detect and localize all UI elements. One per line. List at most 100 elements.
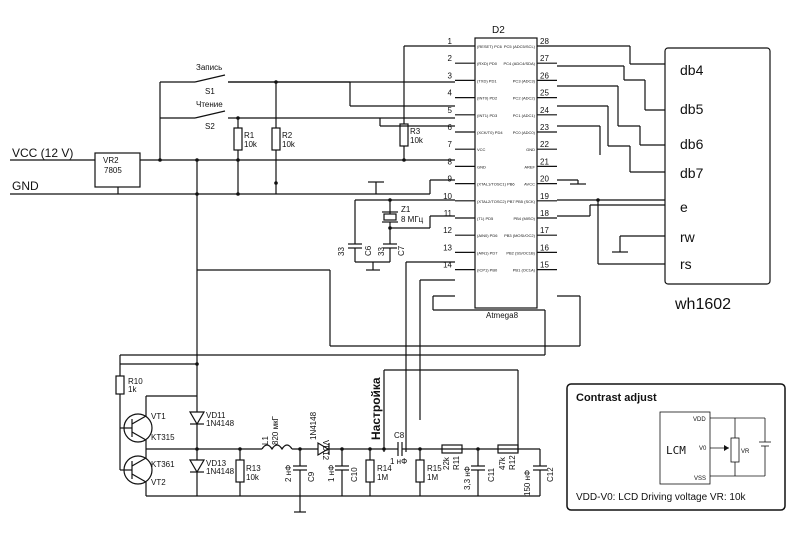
mcu-pin-number: 23: [540, 123, 549, 132]
resistor-r1: R1 10k: [233, 116, 258, 194]
mcu-pin-name: VCC: [477, 147, 486, 152]
l1-ref: L1: [261, 436, 270, 445]
lcd-wh1602: db4 db5 db6 db7 e rw rs wh1602: [664, 47, 771, 313]
mcu-pin-name: (XTAL2/TOSC2) PB7: [477, 199, 515, 204]
mcu-pin-name: (INT1) PD3: [477, 113, 498, 118]
c7-ref: C7: [397, 245, 406, 256]
vdd-label: VDD: [693, 417, 706, 423]
c11-value: 3,3 нФ: [463, 466, 472, 490]
mcu-ref: D2: [492, 25, 505, 36]
mcu-pin-name: (RXD) PD0: [477, 61, 498, 66]
gnd-label: GND: [12, 179, 39, 193]
contrast-caption: VDD-V0: LCD Driving voltage VR: 10k: [576, 492, 747, 503]
mcu-pin-number: 18: [540, 209, 549, 218]
mcu-pin-number: 25: [540, 89, 549, 98]
mcu-pin-number: 21: [540, 157, 549, 166]
c10-ref: C10: [350, 467, 359, 482]
vt1-part: KT315: [151, 433, 175, 442]
r3-ref: R3: [410, 127, 421, 136]
mcu-pin-name: PB5 (SCK): [515, 199, 535, 204]
lcd-name: wh1602: [674, 296, 731, 313]
r2-ref: R2: [282, 131, 293, 140]
l1-value: 820 мкГ: [271, 415, 280, 445]
mcu-pin-5: 5(INT1) PD3: [448, 106, 498, 118]
mcu-pin-name: PC3 (ADC3): [513, 78, 536, 83]
mcu-pin-name: (ICP1) PB0: [477, 268, 498, 273]
crystal-ref: Z1: [401, 205, 411, 214]
mcu-pin-number: 3: [448, 71, 453, 80]
mcu-pin-name: (XCK/T0) PD4: [477, 130, 503, 135]
lcd-pin-rw: rw: [680, 229, 696, 245]
mcu-pin-name: PB2 (SS/OC1B): [506, 250, 535, 255]
mcu-pin-name: GND: [526, 147, 535, 152]
lcd-pin-db5: db5: [680, 101, 704, 117]
lcd-pin-rs: rs: [680, 256, 692, 272]
feedback-wires: [119, 160, 581, 452]
r12-value: 47k: [498, 456, 507, 470]
c8-ref: C8: [394, 431, 405, 440]
mcu-pin-2: 2 (RXD) PD0: [448, 54, 498, 66]
mcu-pin-number: 24: [540, 106, 549, 115]
mcu-pin-name: (T1) PD5: [477, 216, 494, 221]
mcu-pin-number: 17: [540, 226, 549, 235]
vt1-ref: VT1: [151, 412, 166, 421]
mcu-pin-name: PC2 (ADC2): [513, 96, 536, 101]
vd12-ref: VD12: [321, 440, 330, 461]
vcc-label: VCC (12 V): [12, 146, 73, 160]
mcu-pin-name: PC0 (ADC0): [513, 130, 536, 135]
mcu-pin-11: 11 (T1) PD5: [444, 209, 494, 221]
mcu-pin-number: 10: [443, 192, 452, 201]
mcu-pin-number: 8: [448, 157, 453, 166]
vt2-part: KT361: [151, 460, 175, 469]
vd11-ref: VD11: [206, 411, 226, 420]
vss-label: VSS: [694, 476, 706, 482]
mcu-pin-name: AREF: [524, 164, 535, 169]
r10-ref: R10: [128, 377, 143, 386]
mcu-pin-13: 13(AIN1) PD7: [443, 243, 498, 255]
c9-ref: C9: [307, 471, 316, 482]
r2-value: 10k: [282, 140, 296, 149]
vd13-ref: VD13: [206, 459, 227, 468]
mcu-pin-number: 19: [540, 192, 549, 201]
c10-value: 1 нФ: [327, 465, 336, 482]
mcu-part: Atmega8: [486, 311, 519, 320]
crystal-value: 8 МГц: [401, 215, 424, 224]
c6-value: 33: [337, 247, 346, 256]
contrast-title: Contrast adjust: [576, 392, 657, 404]
s1-label: Запись: [196, 63, 222, 72]
regulator-part: 7805: [104, 166, 122, 175]
mcu-pin-number: 20: [540, 175, 549, 184]
mcu-pin-name: (INT0) PD2: [477, 96, 498, 101]
r13-value: 10k: [246, 473, 260, 482]
mcu-pin-9: 9(XTAL1/TOSC1) PB6: [448, 175, 516, 187]
tuning-label: Настройка: [369, 377, 383, 440]
mcu-pin-number: 14: [443, 261, 452, 270]
c8-value: 1 нФ: [390, 457, 407, 466]
r1-ref: R1: [244, 131, 255, 140]
mcu-pin-name: (AIN1) PD7: [477, 250, 498, 255]
lcd-pin-e: e: [680, 199, 688, 215]
resistor-r3: R3 10k: [399, 45, 455, 162]
r10-value: 1k: [128, 385, 137, 394]
mcu-pin-number: 11: [444, 209, 453, 218]
s2-label: Чтение: [196, 100, 223, 109]
mcu-pin-3: 3(TXD) PD1: [448, 71, 498, 83]
mcu-pin-number: 2: [448, 54, 453, 63]
mcu-pin-number: 1: [448, 37, 453, 46]
c9-value: 2 нФ: [284, 465, 293, 482]
mcu-pin-name: PB3 (MOSI/OC2): [504, 233, 536, 238]
s2-ref: S2: [205, 122, 215, 131]
mcu-pin-name: PC1 (ADC1): [513, 113, 536, 118]
